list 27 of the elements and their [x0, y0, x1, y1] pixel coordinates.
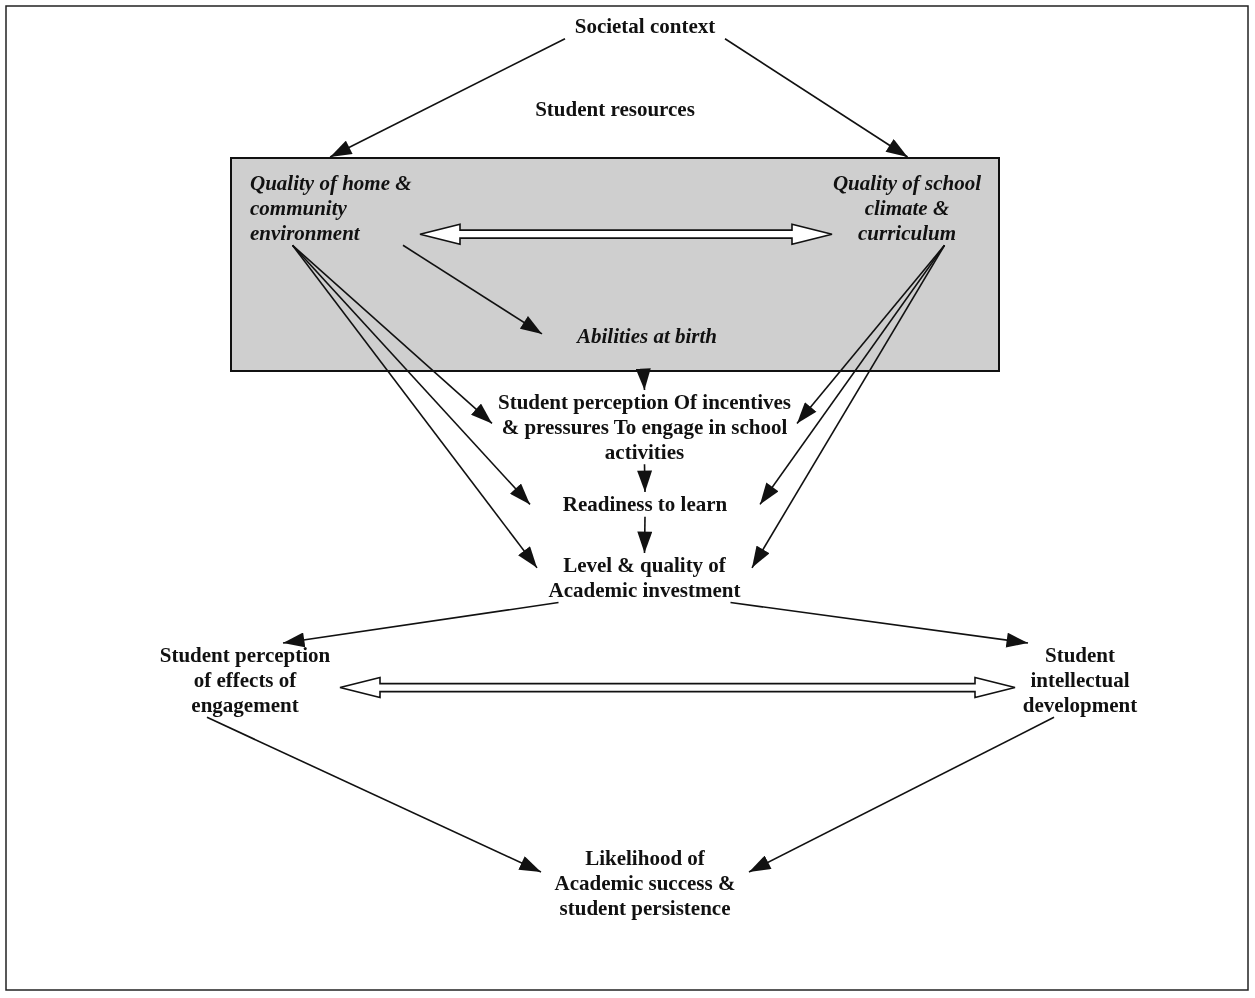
- arrow: [637, 515, 653, 554]
- arrow: [751, 244, 946, 569]
- arrow: [402, 244, 543, 335]
- arrow: [796, 244, 946, 425]
- arrow: [748, 716, 1055, 873]
- double-block-arrow: [419, 223, 833, 246]
- arrow: [729, 601, 1029, 648]
- node-label: Quality of school climate & curriculum: [832, 171, 982, 246]
- arrow: [635, 368, 651, 391]
- node-label: Student perception Of incentives & pressures To engage in school activities: [497, 390, 792, 465]
- arrow: [282, 601, 560, 648]
- node-label: Societal context: [573, 14, 717, 39]
- arrow: [206, 716, 542, 873]
- node-label: Abilities at birth: [575, 324, 718, 349]
- arrow: [291, 244, 538, 569]
- arrow: [329, 37, 566, 158]
- node-label: Readiness to learn: [561, 492, 729, 517]
- node-label: Student perception of effects of engagement: [158, 643, 332, 718]
- node-label: Level & quality of Academic investment: [547, 553, 742, 603]
- double-block-arrow: [339, 676, 1016, 699]
- arrow: [291, 244, 531, 506]
- group-heading: Student resources: [534, 97, 696, 122]
- node-label: Likelihood of Academic success & student persistence: [553, 846, 737, 921]
- node-label: Student intellectual development: [1021, 643, 1139, 718]
- arrow: [637, 463, 653, 493]
- node-label: Quality of home & community environment: [250, 171, 413, 246]
- arrow: [724, 37, 909, 158]
